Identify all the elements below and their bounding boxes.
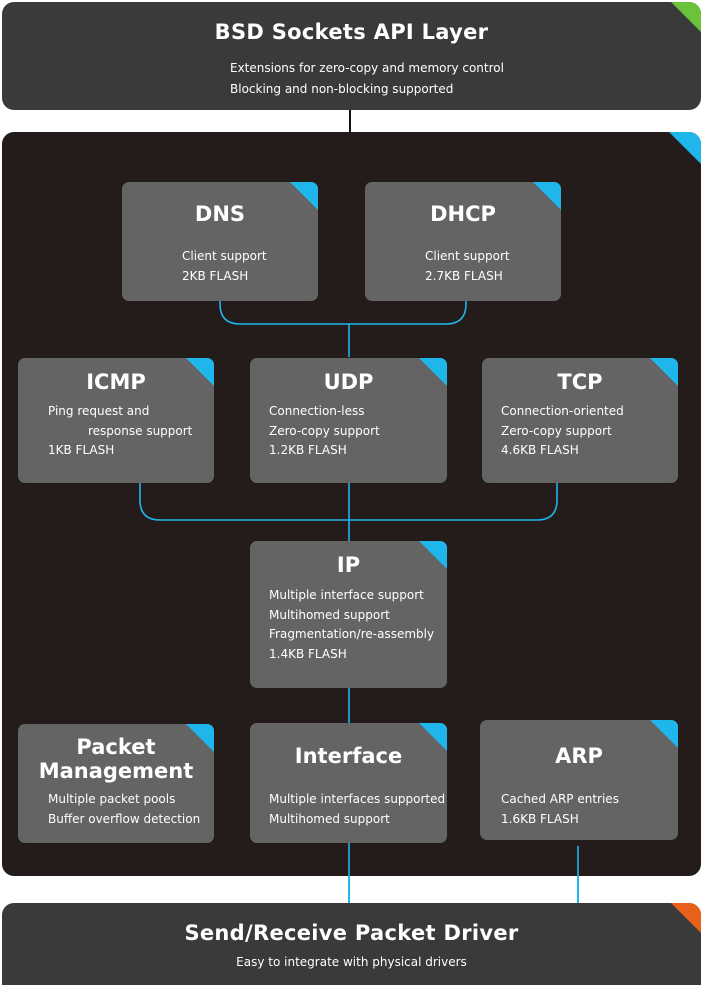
bsd-sockets-details: Extensions for zero-copy and memory cont… <box>230 58 504 100</box>
detail-line: response support <box>88 423 193 438</box>
detail-line: Buffer overflow detection <box>48 811 201 826</box>
corner-triangle-icon <box>419 541 447 569</box>
detail-line: Fragmentation/re-assembly <box>269 627 435 641</box>
packet-title-line: Packet <box>76 735 156 759</box>
interface-module: Interface Multiple interfaces supported … <box>250 723 447 843</box>
detail-line: Multiple interface support <box>269 588 424 602</box>
tcp-details: Connection-oriented Zero-copy support 4.… <box>501 402 624 461</box>
corner-triangle-icon <box>419 358 447 386</box>
detail-line: Connection-oriented <box>501 404 624 418</box>
packet-management-title: Packet Management <box>18 735 214 783</box>
orange-corner-marker <box>671 903 701 933</box>
packet-driver-details: Easy to integrate with physical drivers <box>2 951 701 973</box>
tcp-module: TCP Connection-oriented Zero-copy suppor… <box>482 358 678 483</box>
dhcp-module: DHCP Client support 2.7KB FLASH <box>365 182 561 301</box>
detail-line: Zero-copy support <box>501 423 612 438</box>
green-corner-marker <box>671 2 701 32</box>
detail-line: Cached ARP entries <box>501 792 619 806</box>
icmp-module: ICMP Ping request and response support 1… <box>18 358 214 483</box>
tcp-title: TCP <box>557 370 603 394</box>
detail-line: Client support <box>425 249 510 263</box>
detail-line: 1KB FLASH <box>48 443 115 457</box>
corner-triangle-icon <box>533 182 561 210</box>
bsd-sockets-title: BSD Sockets API Layer <box>214 20 489 44</box>
arp-driver-connector <box>577 876 579 904</box>
detail-line: Multihomed support <box>269 607 390 622</box>
arp-module: ARP Cached ARP entries 1.6KB FLASH <box>480 720 678 840</box>
corner-triangle-icon <box>650 358 678 386</box>
dhcp-title: DHCP <box>430 202 496 226</box>
detail-line: 1.4KB FLASH <box>269 646 347 661</box>
packet-driver-title: Send/Receive Packet Driver <box>184 921 519 945</box>
detail-line: 1.2KB FLASH <box>269 443 347 457</box>
detail-line: Multiple interfaces supported <box>269 792 446 806</box>
dhcp-details: Client support 2.7KB FLASH <box>425 247 510 286</box>
bsd-sockets-line: Extensions for zero-copy and memory cont… <box>230 61 504 75</box>
corner-triangle-icon <box>290 182 318 210</box>
detail-line: 4.6KB FLASH <box>501 443 579 457</box>
corner-triangle-icon <box>419 723 447 751</box>
interface-details: Multiple interfaces supported Multihomed… <box>269 790 445 829</box>
detail-line: Ping request and <box>48 404 150 418</box>
packet-title-line: Management <box>38 759 194 783</box>
interface-title: Interface <box>294 744 403 768</box>
arp-details: Cached ARP entries 1.6KB FLASH <box>501 790 619 829</box>
icmp-details: Ping request and response support 1KB FL… <box>48 402 192 461</box>
detail-line: 2.7KB FLASH <box>425 268 503 283</box>
udp-title: UDP <box>323 370 374 394</box>
corner-triangle-icon <box>186 358 214 386</box>
interface-driver-connector <box>348 876 350 904</box>
ip-title: IP <box>336 553 361 577</box>
bsd-sockets-line: Blocking and non-blocking supported <box>230 82 454 96</box>
arp-title: ARP <box>555 744 603 768</box>
blue-corner-marker <box>669 132 701 164</box>
udp-details: Connection-less Zero-copy support 1.2KB … <box>269 402 380 461</box>
ip-details: Multiple interface support Multihomed su… <box>269 586 434 664</box>
packet-driver-layer: Send/Receive Packet Driver Easy to integ… <box>2 903 701 985</box>
api-connector <box>349 110 351 142</box>
dns-title: DNS <box>194 202 246 226</box>
packet-management-module: Packet Management Multiple packet pools … <box>18 724 214 843</box>
detail-line: 2KB FLASH <box>182 268 249 283</box>
bsd-sockets-layer: BSD Sockets API Layer Extensions for zer… <box>2 2 701 110</box>
detail-line: Multiple packet pools <box>48 792 176 806</box>
protocol-stack: DNS Client support 2KB FLASH DHCP Client… <box>2 132 701 876</box>
dns-dhcp-link <box>219 300 467 325</box>
icmp-title: ICMP <box>86 370 146 394</box>
ip-module: IP Multiple interface support Multihomed… <box>250 541 447 688</box>
detail-line: Zero-copy support <box>269 423 380 438</box>
dns-module: DNS Client support 2KB FLASH <box>122 182 318 301</box>
detail-line: Connection-less <box>269 404 365 418</box>
dns-details: Client support 2KB FLASH <box>182 247 267 286</box>
detail-line: Multihomed support <box>269 811 390 826</box>
detail-line: Client support <box>182 249 267 263</box>
detail-line: 1.6KB FLASH <box>501 811 579 826</box>
packet-management-details: Multiple packet pools Buffer overflow de… <box>48 790 200 829</box>
packet-driver-line: Easy to integrate with physical drivers <box>236 955 467 969</box>
corner-triangle-icon <box>186 724 214 752</box>
connection-lines <box>139 300 579 876</box>
udp-module: UDP Connection-less Zero-copy support 1.… <box>250 358 447 483</box>
corner-triangle-icon <box>650 720 678 748</box>
